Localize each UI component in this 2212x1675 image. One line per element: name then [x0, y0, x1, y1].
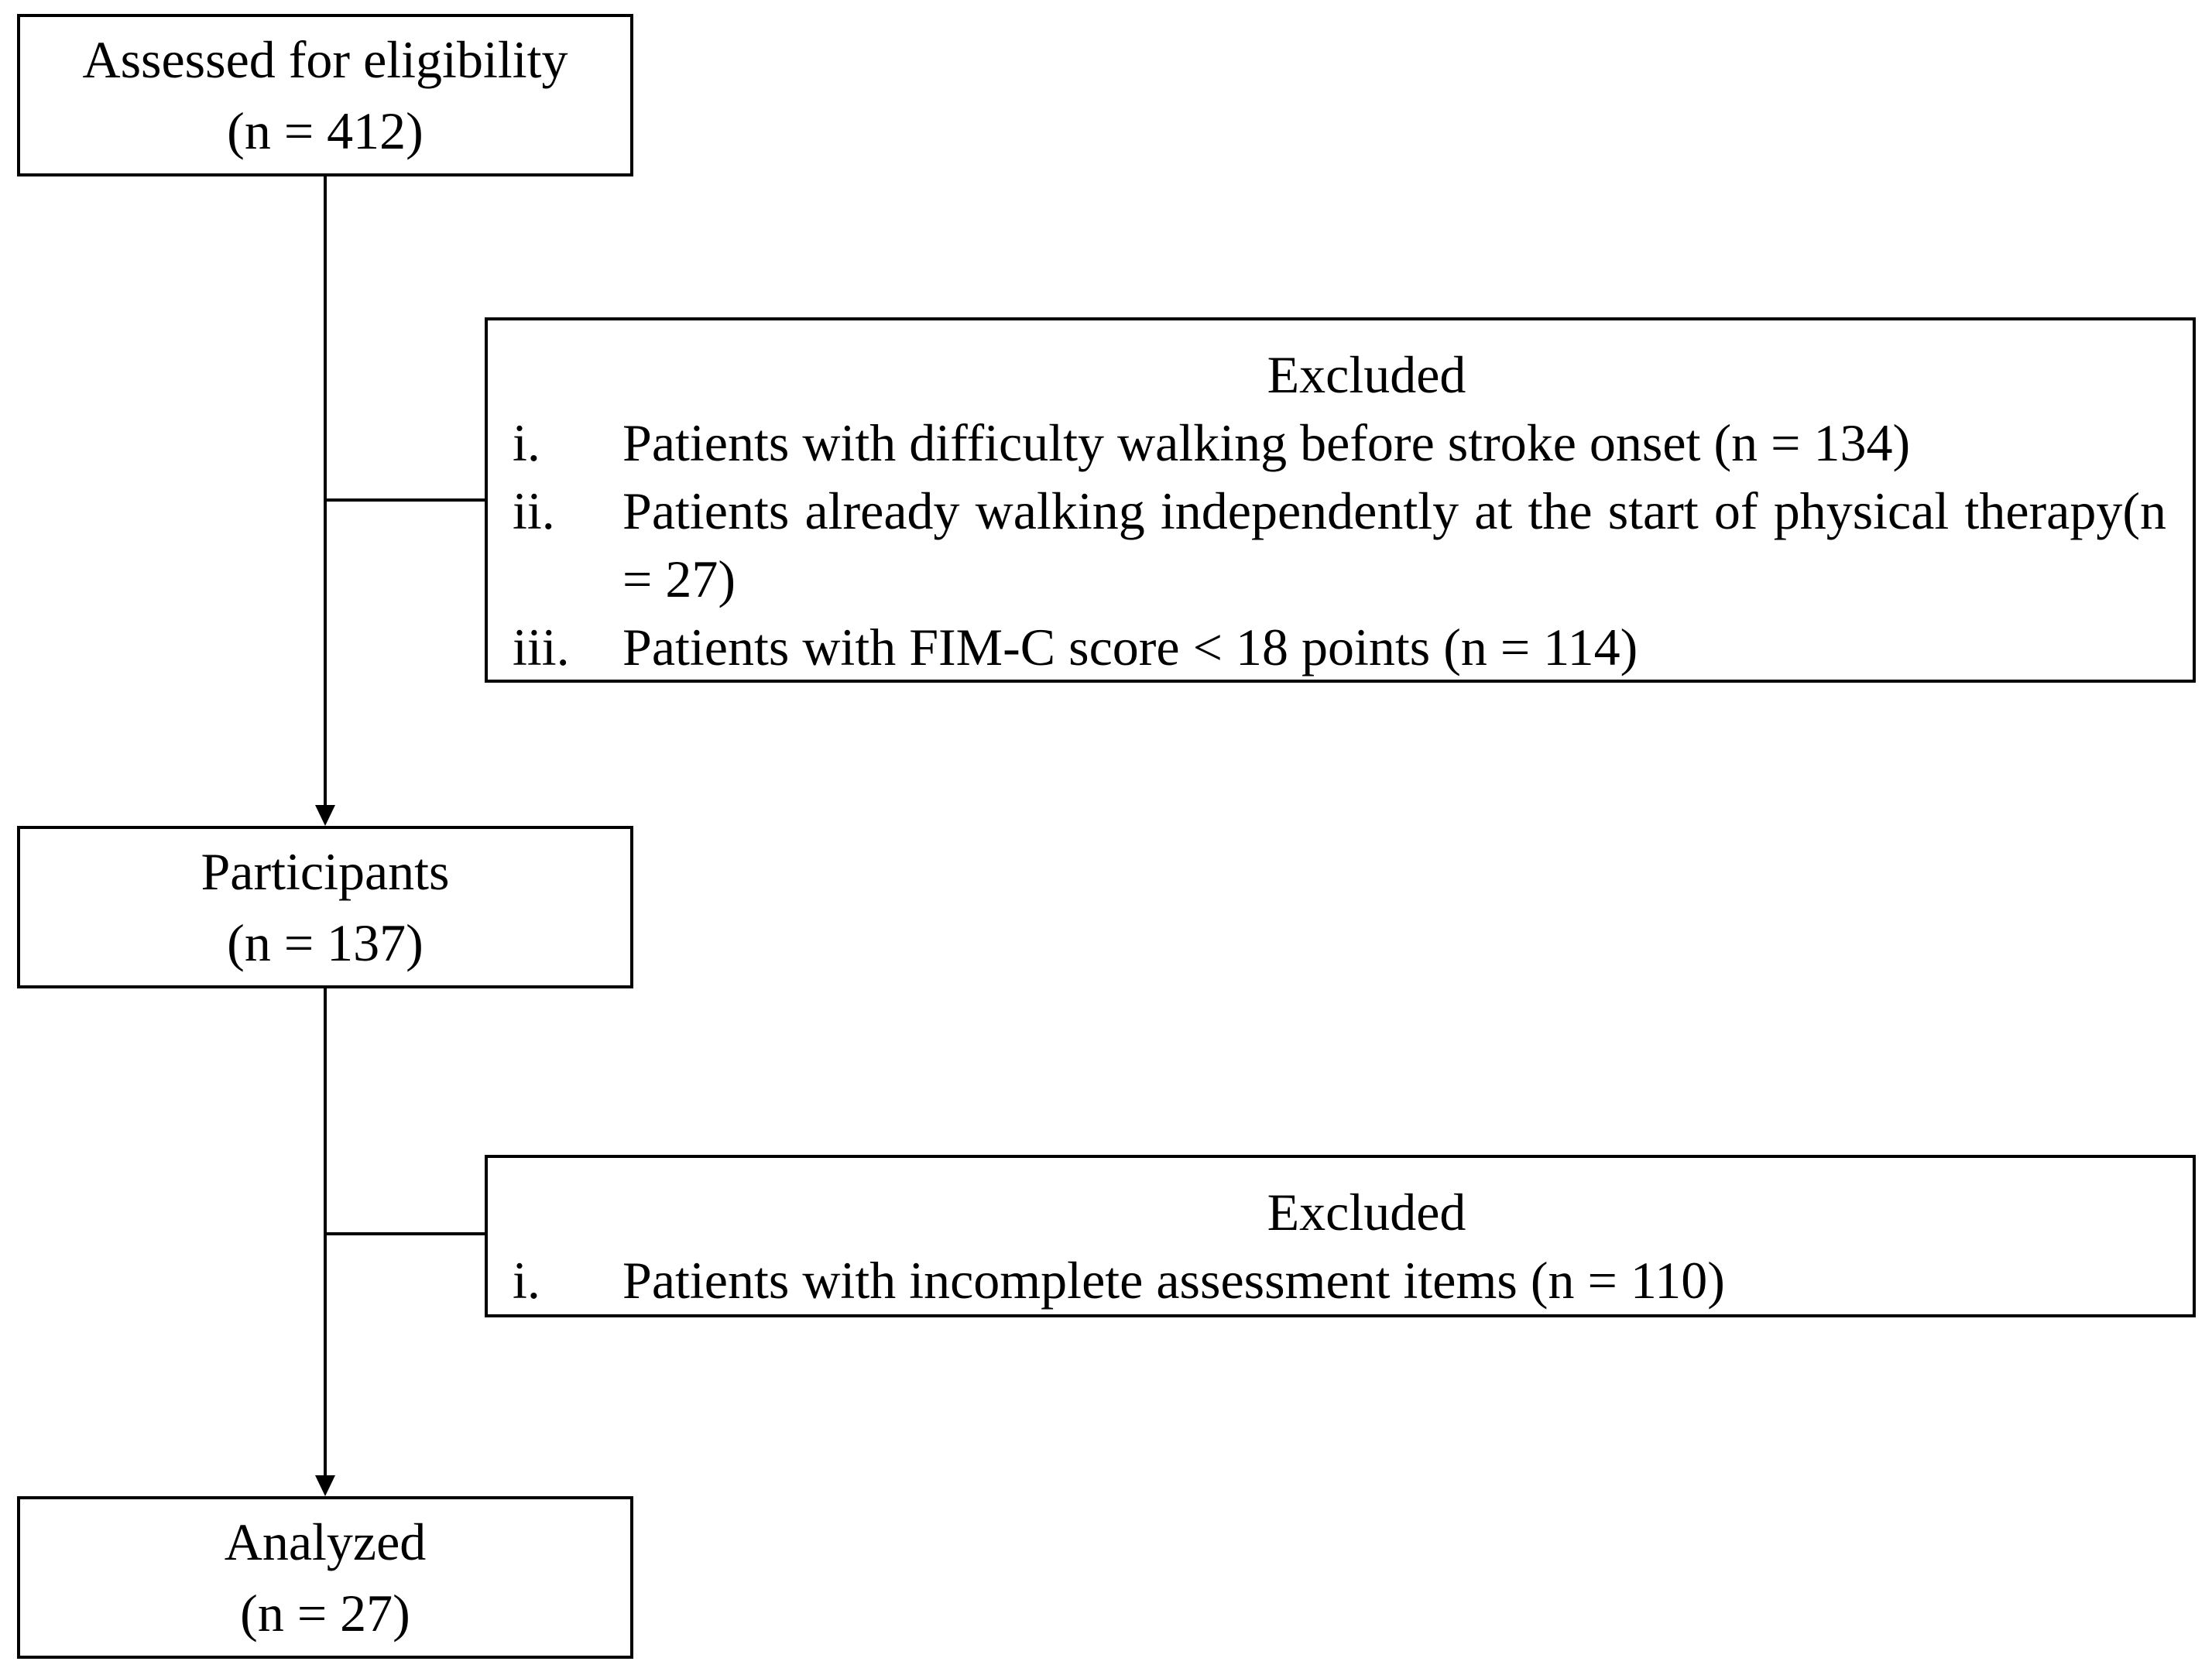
excluded-1-title: Excluded [1267, 345, 1466, 404]
analyzed-label: Analyzed [224, 1512, 427, 1571]
list-numeral: i. [513, 1251, 540, 1310]
assessed-label: Assessed for eligibility [82, 30, 568, 89]
list-text: Patients already walking independently a… [622, 481, 2166, 608]
list-numeral: ii. [513, 481, 555, 540]
excluded-1-list: i. Patients with difficulty walking befo… [513, 409, 2166, 681]
assessed-box: Assessed for eligibility (n = 412) [17, 14, 633, 176]
excluded-box-1: Excluded i. Patients with difficulty wal… [485, 317, 2196, 683]
list-text: Patients with incomplete assessment item… [622, 1251, 1725, 1310]
excluded-box-2: Excluded i. Patients with incomplete ass… [485, 1155, 2196, 1317]
participants-count: (n = 137) [227, 913, 424, 972]
participants-box: Participants (n = 137) [17, 826, 633, 988]
assessed-count: (n = 412) [227, 101, 424, 160]
list-text: Patients with FIM-C score < 18 points (n… [622, 618, 1638, 677]
excluded-2-title: Excluded [1267, 1183, 1466, 1242]
list-item: iii. Patients with FIM-C score < 18 poin… [513, 613, 2166, 681]
list-text: Patients with difficulty walking before … [622, 413, 1911, 472]
list-item: ii. Patients already walking independent… [513, 477, 2166, 613]
arrowhead-analyzed [315, 1475, 335, 1496]
list-numeral: iii. [513, 618, 570, 677]
analyzed-count: (n = 27) [240, 1584, 410, 1642]
participants-label: Participants [201, 842, 450, 901]
list-item: i. Patients with difficulty walking befo… [513, 409, 2166, 477]
arrowhead-participants [315, 805, 335, 826]
analyzed-box: Analyzed (n = 27) [17, 1496, 633, 1659]
list-numeral: i. [513, 413, 540, 472]
excluded-2-list: i. Patients with incomplete assessment i… [513, 1246, 2166, 1314]
list-item: i. Patients with incomplete assessment i… [513, 1246, 2166, 1314]
